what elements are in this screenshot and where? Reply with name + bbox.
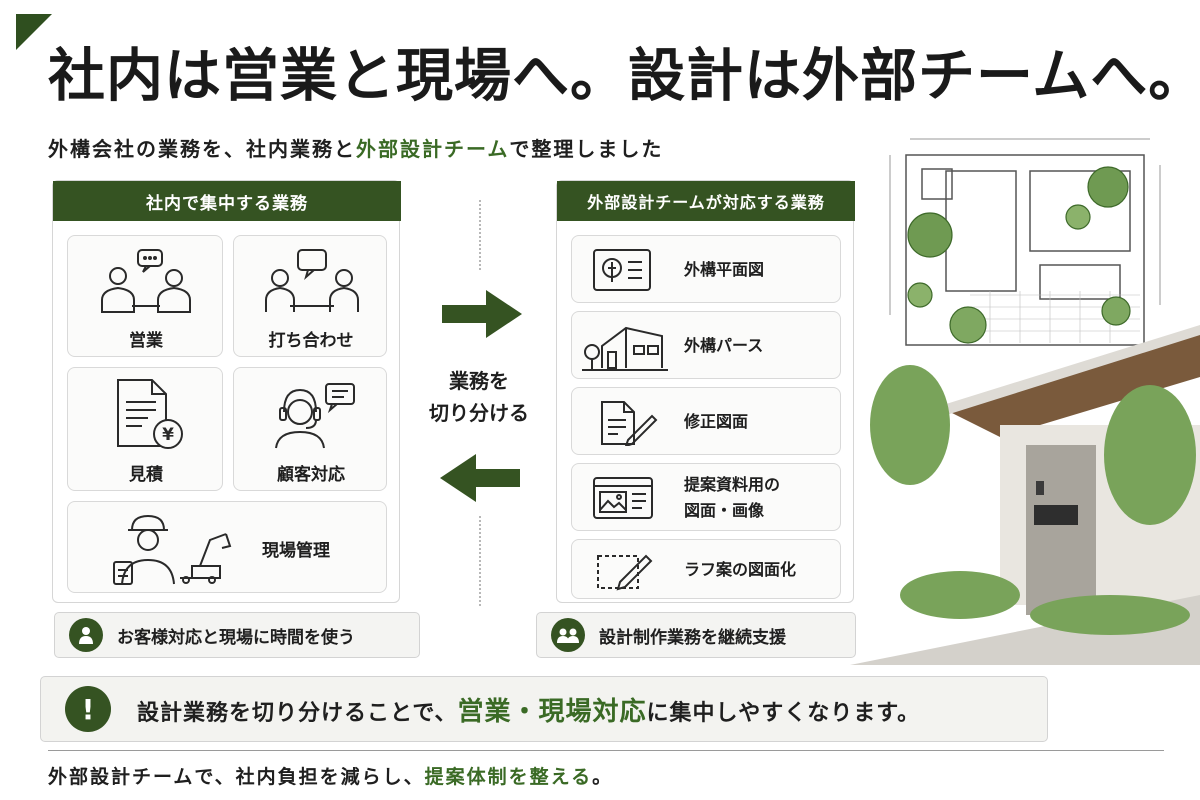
in-house-summary-pill: お客様対応と現場に時間を使う	[54, 612, 420, 658]
rough-sketch-icon	[597, 554, 653, 591]
discussion-icon	[265, 249, 359, 312]
arrow-left-icon	[440, 454, 520, 502]
task-label-proposal-materials: 提案資料用の 図面・画像	[684, 472, 780, 524]
card-label-estimate: 見積	[129, 465, 163, 485]
edit-drawing-icon	[601, 401, 658, 446]
in-house-panel: 社内で集中する業務 営業	[52, 180, 401, 603]
external-summary-text: 設計制作業務を継続支援	[599, 627, 786, 648]
team-icon	[551, 618, 585, 652]
in-house-summary-text: お客様対応と現場に時間を使う	[117, 627, 355, 648]
card-label-customer-support: 顧客対応	[277, 465, 345, 485]
task-rough-sketch: ラフ案の図面化	[571, 539, 841, 599]
task-label-proposal-line2: 図面・画像	[684, 501, 765, 520]
subtitle-text: 外構会社の業務を、社内業務と	[48, 137, 356, 161]
external-design-panel: 外部設計チームが対応する業務 外構平面図	[556, 180, 855, 603]
task-label-perspective: 外構パース	[684, 336, 764, 355]
external-summary-pill: 設計制作業務を継続支援	[536, 612, 856, 658]
key-message-part2: に集中しやすくなります。	[646, 700, 921, 726]
in-house-panel-heading: 社内で集中する業務	[53, 181, 401, 221]
headset-support-icon	[275, 383, 355, 449]
card-estimate: ¥ 見積	[67, 367, 223, 491]
footer-divider	[48, 750, 1164, 751]
card-customer-support: 顧客対応	[233, 367, 387, 491]
footer-text: 外部設計チームで、社内負担を減らし、	[48, 766, 425, 788]
exclamation-icon: !	[65, 686, 111, 732]
corner-accent	[16, 14, 52, 50]
footer-highlight: 提案体制を整える	[424, 766, 593, 788]
person-icon	[69, 618, 103, 652]
card-meeting: 打ち合わせ	[233, 235, 387, 357]
external-design-panel-heading: 外部設計チームが対応する業務	[557, 181, 855, 221]
divider-top	[479, 200, 481, 270]
split-tasks-label: 業務を 切り分ける	[420, 365, 538, 429]
subtitle-text-end: で整理しました	[509, 137, 664, 161]
card-sales: 営業	[67, 235, 223, 357]
task-label-revised-drawing: 修正図面	[684, 412, 749, 431]
page-subtitle: 外構会社の業務を、社内業務と外部設計チームで整理しました	[48, 133, 663, 162]
key-message-highlight: 営業・現場対応	[457, 696, 647, 727]
card-label-meeting: 打ち合わせ	[268, 331, 354, 351]
divider-bottom	[479, 516, 481, 606]
card-site-management: 現場管理	[67, 501, 387, 593]
key-message-text: 設計業務を切り分けることで、営業・現場対応に集中しやすくなります。	[137, 691, 920, 728]
task-label-floor-plan: 外構平面図	[684, 260, 765, 279]
house-perspective-icon	[582, 326, 668, 371]
task-floor-plan: 外構平面図	[571, 235, 841, 303]
task-proposal-materials: 提案資料用の 図面・画像	[571, 463, 841, 531]
card-label-site-management: 現場管理	[262, 541, 330, 561]
footer-tagline: 外部設計チームで、社内負担を減らし、提案体制を整える。	[48, 762, 613, 789]
task-perspective: 外構パース	[571, 311, 841, 379]
split-tasks-line1: 業務を	[449, 369, 509, 393]
floor-plan-icon	[593, 249, 651, 291]
split-tasks-line2: 切り分ける	[429, 401, 529, 425]
task-label-rough-sketch: ラフ案の図面化	[684, 560, 797, 579]
proposal-image-icon	[593, 477, 653, 519]
estimate-document-icon: ¥	[117, 379, 183, 449]
card-label-sales: 営業	[129, 331, 163, 351]
footer-text-end: 。	[592, 766, 614, 788]
task-revised-drawing: 修正図面	[571, 387, 841, 455]
subtitle-highlight: 外部設計チーム	[356, 137, 510, 161]
key-message-banner: ! 設計業務を切り分けることで、営業・現場対応に集中しやすくなります。	[40, 676, 1048, 742]
construction-worker-icon	[113, 514, 232, 585]
task-label-proposal-line1: 提案資料用の	[684, 475, 781, 494]
key-message-part1: 設計業務を切り分けることで、	[137, 700, 458, 726]
page-title: 社内は営業と現場へ。設計は外部チームへ。	[48, 42, 1200, 109]
svg-text:¥: ¥	[162, 425, 174, 445]
site-plan-house-illustration	[850, 138, 1200, 665]
arrow-right-icon	[442, 290, 522, 338]
meeting-people-icon	[101, 249, 191, 313]
